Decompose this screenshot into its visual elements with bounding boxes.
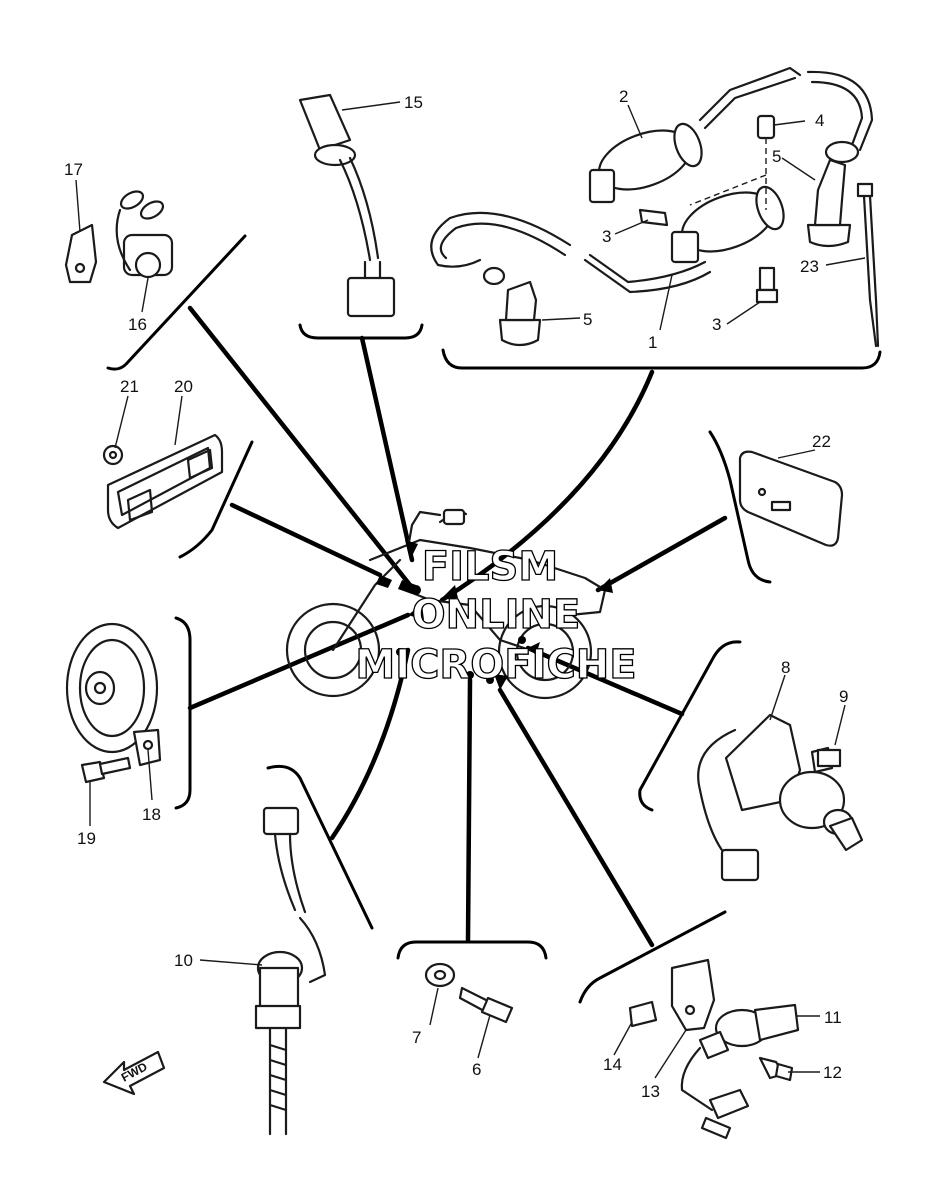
callout-8: 8 — [781, 658, 790, 677]
callout-1: 1 — [648, 333, 657, 352]
bracket-horn-group — [174, 616, 192, 810]
part-19-bolt — [80, 756, 132, 784]
connector-22 — [595, 515, 728, 593]
part-18-horn — [65, 622, 162, 767]
bracket-horn-switch-group — [106, 234, 247, 371]
callout-15: 15 — [404, 93, 423, 112]
callout-numbers: 1 2 3 3 4 5 5 6 7 8 9 10 11 12 13 14 15 … — [64, 87, 848, 1101]
part-10-switch — [254, 806, 327, 1136]
callout-3-lower: 3 — [712, 315, 721, 334]
part-23-cable-tie — [856, 182, 880, 348]
callout-11: 11 — [824, 1008, 842, 1027]
bracket-ignition-group — [441, 348, 882, 370]
part-14-bolt — [628, 1000, 658, 1028]
part-22-reflector — [738, 450, 844, 547]
connector-main-switch — [525, 645, 685, 717]
connector-horn — [187, 612, 411, 711]
part-9-screw — [810, 746, 842, 774]
part-20-reflector — [106, 433, 224, 530]
group-brackets — [106, 234, 882, 1004]
part-2-ignition-coil — [588, 66, 874, 204]
callout-leaders — [75, 101, 866, 1079]
part-21-nut — [102, 444, 124, 466]
callout-20: 20 — [174, 377, 193, 396]
part-17-bracket — [64, 223, 98, 284]
part-6-bolt — [458, 986, 514, 1024]
part-12-screw — [758, 1056, 794, 1082]
watermark-line-2: ONLINE — [412, 592, 581, 638]
callout-12: 12 — [823, 1063, 842, 1082]
callout-3-upper: 3 — [602, 227, 611, 246]
callout-6: 6 — [472, 1060, 481, 1079]
callout-5-left: 5 — [583, 310, 592, 329]
connector-6-7 — [465, 677, 473, 943]
watermark-line-3: MICROFICHE — [355, 642, 636, 688]
callout-7: 7 — [412, 1028, 421, 1047]
callout-21: 21 — [120, 377, 139, 396]
motorcycle-silhouette — [285, 508, 607, 700]
callout-13: 13 — [641, 1082, 660, 1101]
connector-15 — [359, 335, 415, 563]
connector-20 — [229, 502, 383, 578]
fwd-arrow-icon: FWD — [102, 1050, 166, 1096]
callout-22: 22 — [812, 432, 831, 451]
callout-9: 9 — [839, 687, 848, 706]
part-16-switch — [115, 190, 174, 279]
part-15-switch — [298, 93, 396, 318]
part-7-washer — [424, 962, 456, 988]
callout-18: 18 — [142, 805, 161, 824]
bracket-main-switch-group — [638, 640, 742, 812]
part-3-bolt — [638, 208, 779, 304]
connector-10 — [329, 647, 411, 841]
bracket-6-7-group — [396, 940, 548, 960]
callout-4: 4 — [815, 111, 824, 130]
connector-11-14 — [497, 687, 655, 948]
watermark: FILSM ONLINE MICROFICHE — [355, 543, 638, 688]
callout-5-right: 5 — [772, 147, 781, 166]
part-5-plug-cap — [482, 140, 860, 347]
watermark-line-1: FILSM — [422, 544, 558, 590]
part-8-main-switch — [697, 713, 864, 882]
callout-2: 2 — [619, 87, 628, 106]
arrowheads — [405, 540, 613, 690]
callout-17: 17 — [64, 160, 83, 179]
callout-23: 23 — [800, 257, 819, 276]
part-1-ignition-coil — [430, 185, 785, 294]
part-4-collar — [689, 114, 776, 210]
connector-ignition — [439, 369, 655, 603]
connector-lines — [187, 305, 728, 948]
part-13-bracket — [670, 958, 716, 1032]
part-11-switch — [680, 1003, 800, 1140]
connector-16 — [187, 305, 413, 588]
bracket-22-group — [708, 430, 772, 584]
callout-10: 10 — [174, 951, 193, 970]
callout-16: 16 — [128, 315, 147, 334]
bracket-11-14-group — [578, 910, 727, 1004]
callout-19: 19 — [77, 829, 96, 848]
bracket-20-group — [178, 440, 254, 559]
bracket-10-group — [266, 764, 374, 930]
callout-14: 14 — [603, 1055, 622, 1074]
